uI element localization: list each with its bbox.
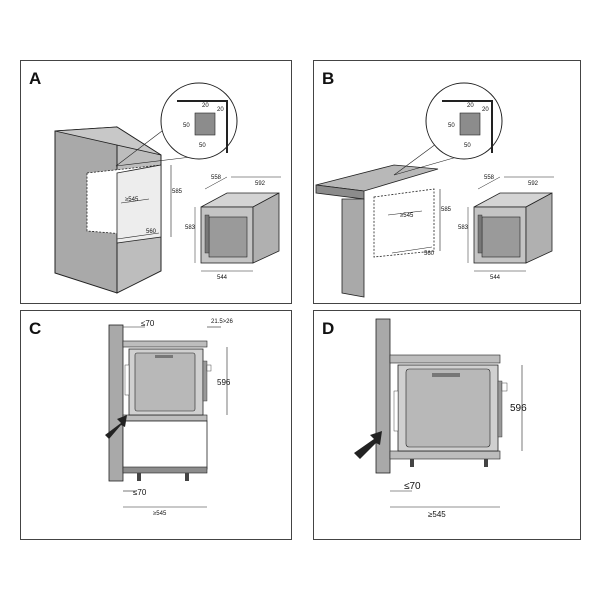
dim-oven-top-depth: 558 [484, 175, 495, 181]
foot-left [137, 473, 141, 481]
dim-bottom-gap: ≤70 [404, 481, 421, 492]
cavity-opening [373, 188, 435, 258]
detail-leader-2 [115, 156, 192, 167]
dim-height: 596 [217, 378, 231, 387]
oven-rear-bracket [393, 390, 399, 432]
dim-line-cavity-depth [120, 198, 150, 204]
panel-a-letter: A [29, 69, 42, 88]
dim-oven-height: 583 [458, 225, 469, 231]
panel-b-drawing: 585 ≥545 560 20 20 50 50 558 592 583 544 [315, 82, 554, 298]
foot-left [410, 459, 414, 467]
panel-d-letter: D [322, 319, 335, 338]
wall-section [108, 324, 124, 482]
plinth [122, 466, 208, 474]
foot-right [484, 459, 488, 467]
panel-c-side-section: C ≤70 21.5>26 596 ≤70 ≥545 [20, 310, 292, 540]
oven-window [481, 216, 521, 258]
dim-depth: ≥545 [153, 511, 167, 517]
dim-cavity-height: 585 [172, 189, 183, 195]
cabinet-top-rail [389, 354, 501, 364]
wall-section [375, 318, 391, 474]
cabinet-lower [122, 420, 208, 470]
panel-b-under-counter: B 585 ≥545 560 20 20 50 50 558 592 [313, 60, 581, 304]
detail-d3: 50 [448, 123, 455, 129]
cabinet-bottom-rail [389, 450, 501, 460]
cabinet-side [341, 198, 365, 298]
oven-handle [477, 214, 483, 254]
dim-height: 596 [510, 403, 527, 414]
detail-d4: 50 [199, 143, 206, 149]
oven-rear-bracket [124, 364, 130, 396]
dim-oven-bottom-width: 544 [217, 275, 228, 281]
cabinet-mid-rail [122, 414, 208, 422]
dim-line-cavity-width [116, 232, 160, 240]
oven-door [134, 352, 196, 412]
dim-oven-height: 583 [185, 225, 196, 231]
dim-cavity-depth: ≥545 [125, 197, 139, 203]
oven-side-bracket [206, 364, 212, 372]
dim-line-cavity-depth [387, 210, 423, 216]
oven-door [405, 368, 491, 448]
oven-side [525, 192, 553, 264]
cavity-back [116, 164, 162, 244]
detail-d1: 20 [467, 103, 474, 109]
panel-d-side-section: D 596 ≤70 ≥545 [313, 310, 581, 540]
dim-line-oven-depth [477, 176, 501, 190]
dim-side-gap: 21.5>26 [211, 319, 234, 325]
detail-d1: 20 [202, 103, 209, 109]
dim-bottom-gap: ≤70 [133, 488, 147, 497]
airflow-arrow-icon [105, 415, 127, 439]
oven-handle [432, 373, 460, 377]
dim-cavity-depth: ≥545 [400, 213, 414, 219]
dim-line-cavity-width [391, 246, 433, 254]
detail-leader-1 [115, 130, 163, 167]
detail-cutout [194, 112, 216, 136]
dim-line-oven-depth [204, 176, 228, 190]
oven-side-trim [497, 380, 503, 438]
detail-cutout [459, 112, 481, 136]
panel-a-built-in-column: A 585 ≥545 560 20 20 50 50 558 592 [20, 60, 292, 304]
oven-handle [204, 214, 210, 254]
detail-leader-2 [393, 154, 465, 176]
panel-d-drawing: 596 ≤70 ≥545 [354, 318, 527, 519]
airflow-arrow-icon [354, 431, 382, 459]
dim-cavity-height: 585 [441, 207, 452, 213]
panel-c-drawing: ≤70 21.5>26 596 ≤70 ≥545 [105, 319, 234, 517]
oven-side-trim [202, 360, 208, 402]
detail-corner [442, 100, 493, 153]
dim-oven-bottom-width: 544 [490, 275, 501, 281]
panel-a-drawing: 585 ≥545 560 20 20 50 50 558 592 583 544 [54, 82, 281, 294]
panel-c-letter: C [29, 319, 42, 338]
column-top [54, 126, 162, 156]
dim-oven-top-width: 592 [528, 181, 539, 187]
oven-handle [155, 355, 173, 358]
dim-depth: ≥545 [428, 510, 446, 519]
oven-side [252, 192, 280, 264]
foot-right [185, 473, 189, 481]
detail-d2: 20 [482, 107, 489, 113]
detail-d3: 50 [183, 123, 190, 129]
detail-d4: 50 [464, 143, 471, 149]
dim-cavity-width: 560 [424, 251, 435, 257]
dim-top-gap: ≤70 [141, 319, 155, 328]
panel-b-letter: B [322, 69, 335, 88]
cabinet-top-rail [122, 340, 208, 348]
dim-oven-top-depth: 558 [211, 175, 222, 181]
detail-corner [177, 100, 228, 153]
detail-d2: 20 [217, 107, 224, 113]
detail-leader-1 [393, 140, 441, 176]
dim-oven-top-width: 592 [255, 181, 266, 187]
oven-side-bracket [501, 382, 508, 392]
oven-window [208, 216, 248, 258]
dim-cavity-width: 560 [146, 229, 157, 235]
